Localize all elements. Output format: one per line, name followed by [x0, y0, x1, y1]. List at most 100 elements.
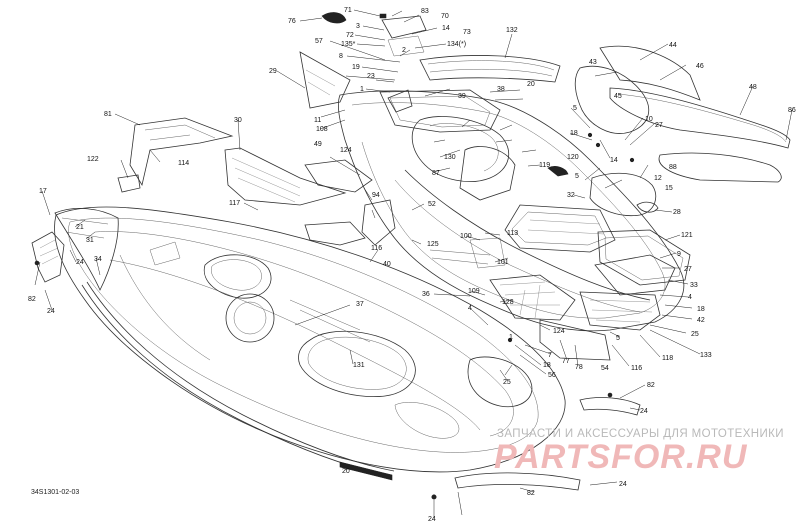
callout-label: 45 [614, 93, 622, 100]
callout-label: 87 [432, 170, 440, 177]
callout-label: 73 [463, 29, 471, 36]
callout-label: 76 [288, 18, 296, 25]
callout-label: 21 [76, 224, 84, 231]
leader-lines [34, 9, 793, 518]
callout-label: 77 [562, 358, 570, 365]
callout-label: 114 [178, 160, 189, 167]
callout-label: 132 [506, 27, 518, 34]
callout-label: 20 [527, 81, 535, 88]
callout-label: 130 [444, 154, 456, 161]
callout-label: 24 [640, 408, 648, 415]
callout-label: 10 [645, 116, 653, 123]
callout-label: 40 [383, 261, 391, 268]
storage-cover [321, 12, 561, 83]
hardware [34, 132, 641, 500]
callout-label: 81 [104, 111, 112, 118]
callout-label: 120 [567, 154, 579, 161]
callout-label: 83 [421, 8, 429, 15]
callout-label: 88 [669, 164, 677, 171]
callout-label: 11 [314, 117, 321, 124]
callout-label: 78 [575, 364, 583, 371]
callout-label: 12 [654, 175, 662, 182]
callout-label: 131 [353, 362, 365, 369]
callout-label: 42 [697, 317, 705, 324]
diagram-code: 34S1301-02-03 [31, 489, 80, 496]
callout-label: 128 [502, 299, 514, 306]
callout-label: 4 [468, 305, 472, 312]
callout-label: 20 [342, 468, 350, 475]
callout-label: 125 [427, 241, 439, 248]
callout-label: 82 [28, 296, 36, 303]
callout-label: 24 [47, 308, 55, 315]
callout-label: 1 [509, 334, 513, 341]
callout-label: 28 [673, 209, 681, 216]
callout-label: 37 [356, 301, 364, 308]
callout-label: 24 [76, 259, 84, 266]
callout-label: 23 [367, 73, 375, 80]
callout-label: 27 [684, 266, 692, 273]
callout-label: 1 [360, 86, 364, 93]
callout-label: 46 [696, 63, 704, 70]
callout-label: 24 [619, 481, 627, 488]
callout-label: 3 [356, 23, 360, 30]
callout-label: 94 [372, 192, 380, 199]
callout-label: 8 [339, 53, 343, 60]
callout-label: 116 [631, 365, 642, 372]
callout-label: 124 [340, 147, 352, 154]
callout-label: 9 [677, 251, 681, 258]
callout-label: 4 [688, 294, 692, 301]
callout-label: 5 [616, 335, 620, 342]
side-panels [117, 51, 396, 246]
callout-label: 118 [662, 355, 673, 362]
callout-label: 82 [647, 382, 655, 389]
callout-label: 134(*) [447, 41, 466, 48]
callout-label: 43 [589, 59, 597, 66]
callout-label: 121 [681, 232, 693, 239]
fender-pieces [574, 45, 791, 286]
callout-label: 32 [567, 192, 575, 199]
hull-assembly [54, 206, 566, 473]
callout-label: 108 [316, 126, 328, 133]
callout-label: 113 [507, 230, 518, 237]
callout-label: 124 [553, 328, 565, 335]
callout-label: 117 [229, 200, 240, 207]
callout-label: 71 [344, 7, 352, 14]
callout-label: 101 [497, 259, 509, 266]
deck-assembly [337, 89, 685, 361]
callout-label: 82 [527, 490, 535, 497]
callout-label: 31 [86, 237, 94, 244]
callout-label: 122 [87, 156, 99, 163]
callout-label: 56 [548, 372, 556, 379]
callout-label: 5 [573, 105, 577, 112]
callout-label: 86 [788, 107, 796, 114]
callout-label: 25 [691, 331, 699, 338]
callout-label: 72 [346, 32, 354, 39]
callout-label: 2 [402, 47, 406, 54]
callout-label: 33 [690, 282, 698, 289]
callout-label: 18 [570, 130, 578, 137]
callout-label: 36 [422, 291, 430, 298]
callout-label: 39 [458, 93, 466, 100]
callout-label: 7 [548, 352, 552, 359]
callout-label: 25 [503, 379, 511, 386]
callout-label: 49 [314, 141, 322, 148]
callout-label: 29 [269, 68, 277, 75]
callout-label: 34 [94, 256, 102, 263]
callout-label: 15 [665, 185, 673, 192]
watermark-logo: PARTSFOR.RU [494, 438, 748, 476]
callout-label: 119 [539, 162, 550, 169]
callout-label: 5 [575, 173, 579, 180]
callout-label: 27 [655, 122, 663, 129]
callout-label: 57 [315, 38, 323, 45]
callout-label: 116 [371, 245, 382, 252]
callout-label: 18 [697, 306, 705, 313]
callout-label: 44 [669, 42, 677, 49]
callout-label: 133 [700, 352, 712, 359]
callout-label: 135* [341, 41, 356, 48]
rubbing-strips [31, 208, 395, 481]
callout-label: 70 [441, 13, 449, 20]
callout-label: 52 [428, 201, 436, 208]
callout-label: 17 [39, 188, 47, 195]
watermark-caption: ЗАПЧАСТИ И АКСЕССУАРЫ ДЛЯ МОТОТЕХНИКИ [497, 428, 784, 440]
